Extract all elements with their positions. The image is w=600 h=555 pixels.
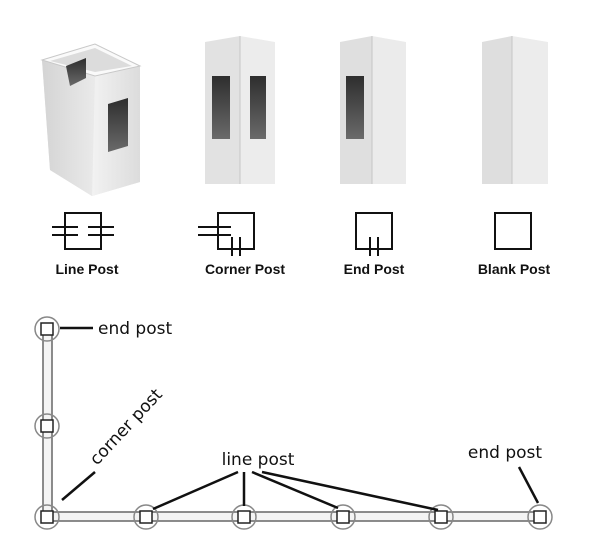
end-post-marker-right — [527, 504, 553, 530]
blank-post-image — [482, 36, 548, 184]
end-post-marker-top — [34, 316, 60, 342]
blank-post-symbol — [494, 212, 532, 250]
routing-hole — [346, 76, 364, 139]
line-post-symbol — [52, 212, 114, 250]
corner-post-label: Corner Post — [205, 261, 285, 277]
callout-line-post: line post — [222, 450, 295, 470]
layout-posts — [34, 316, 553, 530]
line-post-marker-3 — [330, 504, 356, 530]
blank-post-label: Blank Post — [478, 261, 551, 277]
line-post-marker-4 — [428, 504, 454, 530]
callout-end-post-right: end post — [468, 443, 542, 463]
line-post-marker-1 — [133, 504, 159, 530]
corner-post-marker — [34, 504, 60, 530]
line-post-label: Line Post — [55, 261, 118, 277]
end-post-label: End Post — [344, 261, 405, 277]
end-post-image — [340, 36, 406, 184]
callout-lines — [60, 326, 540, 512]
routing-hole-left — [66, 58, 86, 86]
end-post-symbol — [355, 212, 393, 256]
routing-hole-right — [250, 76, 266, 139]
corner-post-symbol — [198, 212, 255, 256]
line-post-image — [40, 43, 142, 196]
callout-end-post-top: end post — [98, 319, 172, 339]
corner-post-image — [205, 36, 275, 184]
routing-hole-right — [108, 98, 128, 152]
callout-corner-post: corner post — [86, 385, 167, 470]
line-post-marker-vertical — [34, 413, 60, 439]
routing-hole-left — [212, 76, 230, 139]
